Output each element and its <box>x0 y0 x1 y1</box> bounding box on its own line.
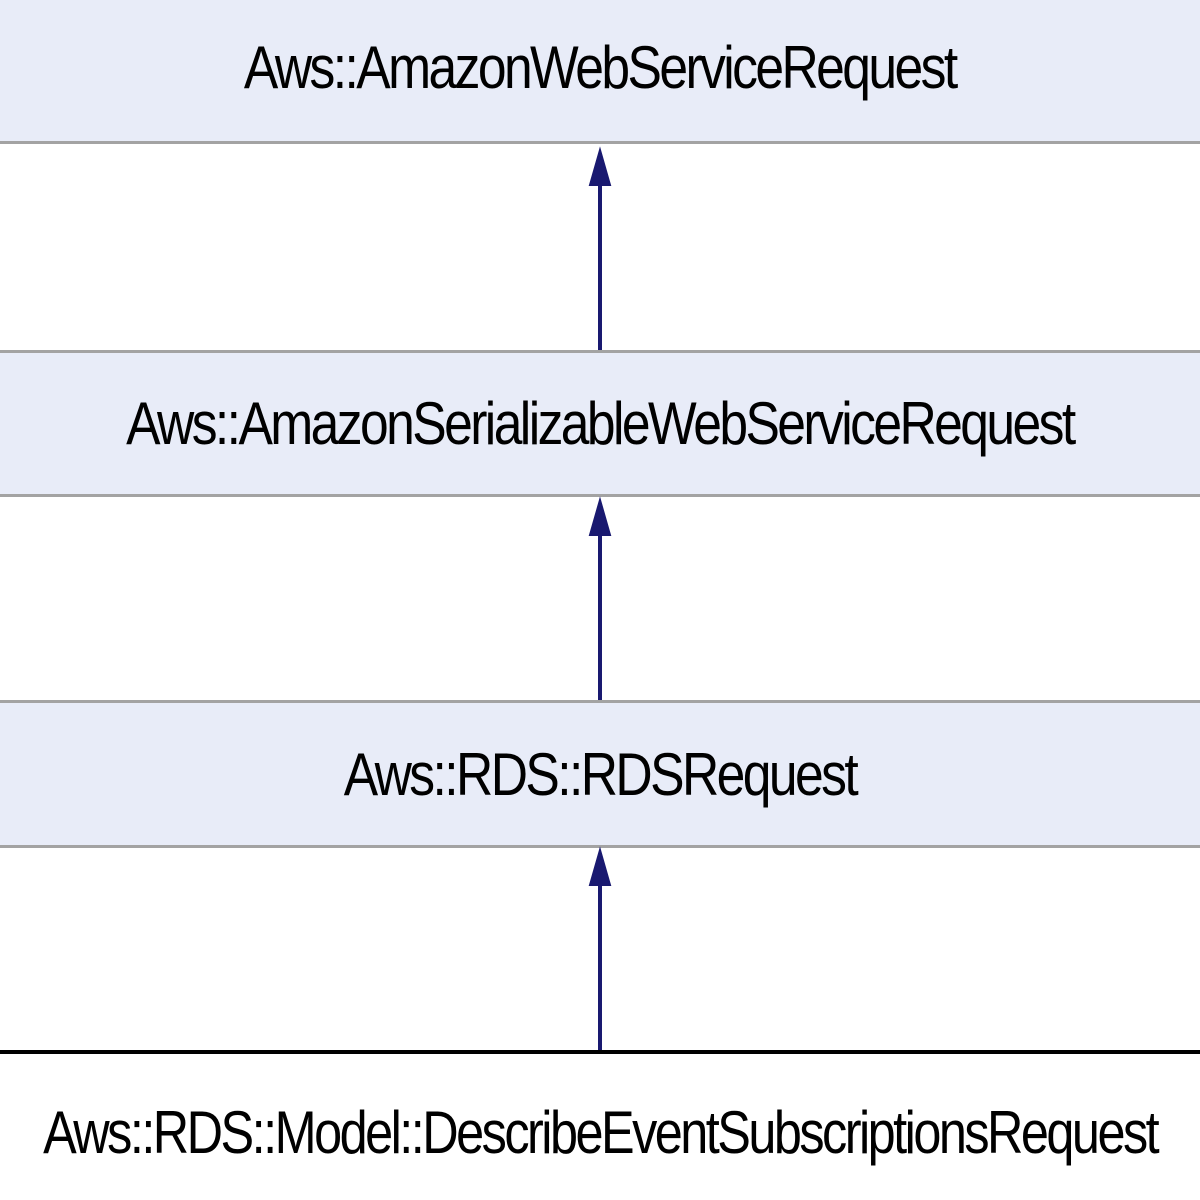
class-node-amazon-web-service-request[interactable]: Aws::AmazonWebServiceRequest <box>0 0 1200 144</box>
inheritance-arrowhead <box>588 846 612 886</box>
edge-rds-to-serializable <box>588 146 612 350</box>
inheritance-arrowhead <box>588 146 612 186</box>
edge-describe-to-rds-request <box>588 846 612 1050</box>
class-node-describe-event-subscriptions-request: Aws::RDS::Model::DescribeEventSubscripti… <box>0 1050 1200 1200</box>
class-node-amazon-serializable-web-service-request[interactable]: Aws::AmazonSerializableWebServiceRequest <box>0 350 1200 497</box>
edge-rds-request-to-serializable <box>588 496 612 700</box>
inheritance-arrowhead <box>588 496 612 536</box>
class-node-rds-request[interactable]: Aws::RDS::RDSRequest <box>0 700 1200 848</box>
class-node-label: Aws::RDS::Model::DescribeEventSubscripti… <box>42 1098 1160 1166</box>
class-node-label: Aws::AmazonWebServiceRequest <box>244 34 958 101</box>
class-node-label: Aws::RDS::RDSRequest <box>343 740 859 808</box>
class-node-label: Aws::AmazonSerializableWebServiceRequest <box>126 390 1076 457</box>
